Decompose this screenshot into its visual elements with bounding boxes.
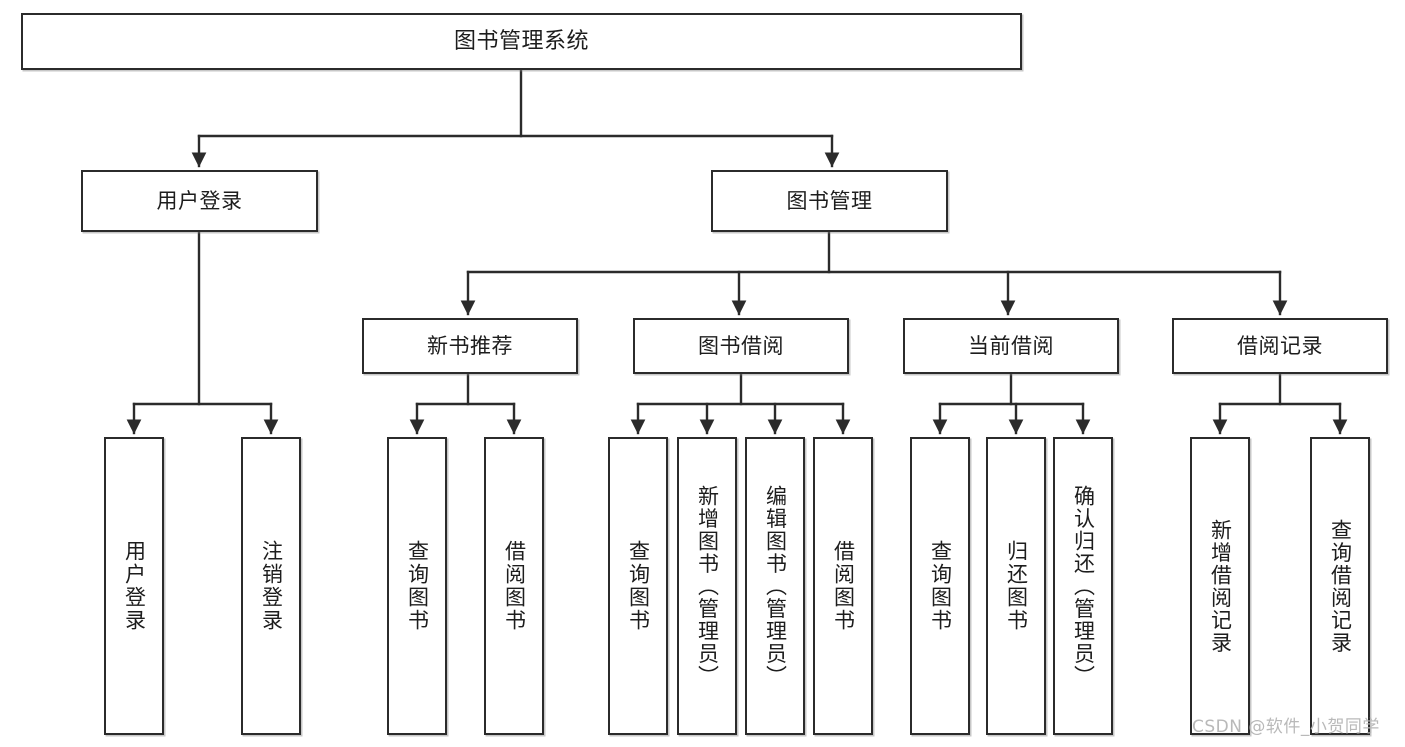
leaf-logout[interactable]: 注销登录 [241, 437, 301, 735]
node-current-borrow[interactable]: 当前借阅 [903, 318, 1119, 374]
node-label: 图书管理 [786, 188, 873, 213]
leaf-query-books-borrow[interactable]: 查询图书 [608, 437, 668, 735]
node-label: 查询图书 [405, 540, 430, 632]
node-label: 当前借阅 [968, 333, 1054, 358]
leaf-confirm-return-admin[interactable]: 确认归还（管理员） [1053, 437, 1113, 735]
node-label: 借阅图书 [831, 540, 856, 632]
node-label: 查询图书 [626, 540, 651, 632]
node-book-borrow[interactable]: 图书借阅 [633, 318, 849, 374]
leaf-query-books-current[interactable]: 查询图书 [910, 437, 970, 735]
node-label: 借阅图书 [502, 540, 527, 632]
node-user-login[interactable]: 用户登录 [81, 170, 318, 232]
watermark: CSDN @软件_小贺同学 [1192, 717, 1380, 737]
node-label: 借阅记录 [1237, 333, 1323, 358]
node-label: 新增借阅记录 [1208, 518, 1233, 654]
node-borrow-record[interactable]: 借阅记录 [1172, 318, 1388, 374]
leaf-user-login[interactable]: 用户登录 [104, 437, 164, 735]
node-label: 新书推荐 [427, 333, 513, 358]
node-label: 图书借阅 [698, 333, 784, 358]
node-label: 注销登录 [259, 540, 284, 632]
node-label: 查询图书 [928, 540, 953, 632]
node-label: 用户登录 [122, 540, 147, 632]
node-label: 归还图书 [1004, 540, 1029, 632]
node-label: 确认归还（管理员） [1071, 484, 1096, 688]
leaf-query-borrow-record[interactable]: 查询借阅记录 [1310, 437, 1370, 735]
node-label: 用户登录 [156, 188, 243, 213]
leaf-borrow-book[interactable]: 借阅图书 [813, 437, 873, 735]
node-book-management[interactable]: 图书管理 [711, 170, 948, 232]
leaf-borrow-books-recommendation[interactable]: 借阅图书 [484, 437, 544, 735]
node-label: 图书管理系统 [453, 28, 589, 54]
leaf-edit-book-admin[interactable]: 编辑图书（管理员） [745, 437, 805, 735]
node-root[interactable]: 图书管理系统 [21, 13, 1022, 70]
leaf-add-book-admin[interactable]: 新增图书（管理员） [677, 437, 737, 735]
node-label: 查询借阅记录 [1328, 518, 1353, 654]
leaf-query-books-recommendation[interactable]: 查询图书 [387, 437, 447, 735]
node-new-book-recommendation[interactable]: 新书推荐 [362, 318, 578, 374]
node-label: 新增图书（管理员） [695, 484, 720, 688]
leaf-add-borrow-record[interactable]: 新增借阅记录 [1190, 437, 1250, 735]
node-label: 编辑图书（管理员） [763, 484, 788, 688]
leaf-return-book[interactable]: 归还图书 [986, 437, 1046, 735]
